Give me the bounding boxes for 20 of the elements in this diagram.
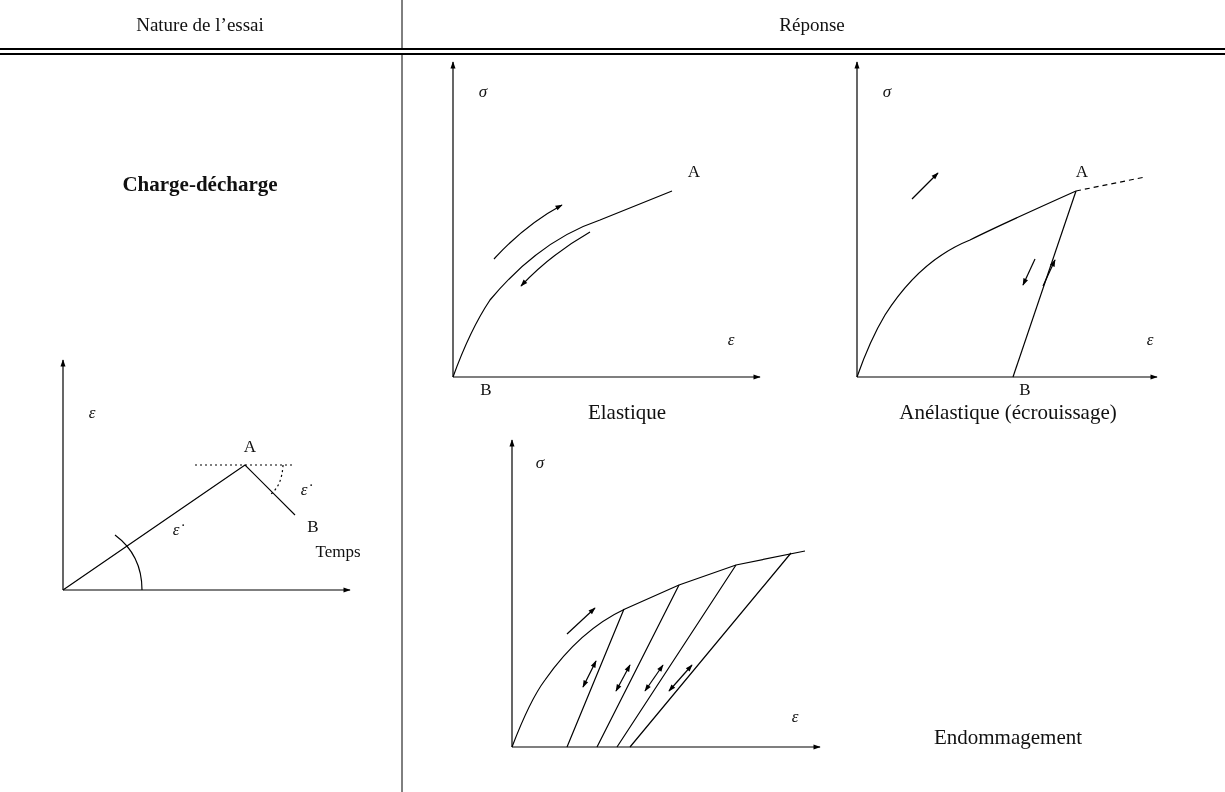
axis-label: ε [791,707,799,727]
axis-label: σ [478,82,488,102]
response-caption: Elastique [587,401,667,425]
axis-label: ε [88,403,96,423]
column-header: Nature de l’essai [136,14,264,36]
axis-label: ε [727,330,735,350]
point-label: B [480,380,492,400]
point-label: B [307,517,319,537]
axis-label: σ [882,82,892,102]
axis-label: ε [1146,330,1154,350]
response-caption: Anélastique (écrouissage) [899,401,1117,425]
axis-label: Temps [315,542,361,562]
point-label: B [1019,380,1031,400]
point-label: A [1075,162,1089,182]
response-caption: Endommagement [933,726,1083,750]
column-header: Réponse [779,14,845,36]
point-label: A [687,162,701,182]
test-name: Charge-décharge [122,173,278,197]
axis-label: σ [535,453,545,473]
point-label: A [243,437,257,457]
